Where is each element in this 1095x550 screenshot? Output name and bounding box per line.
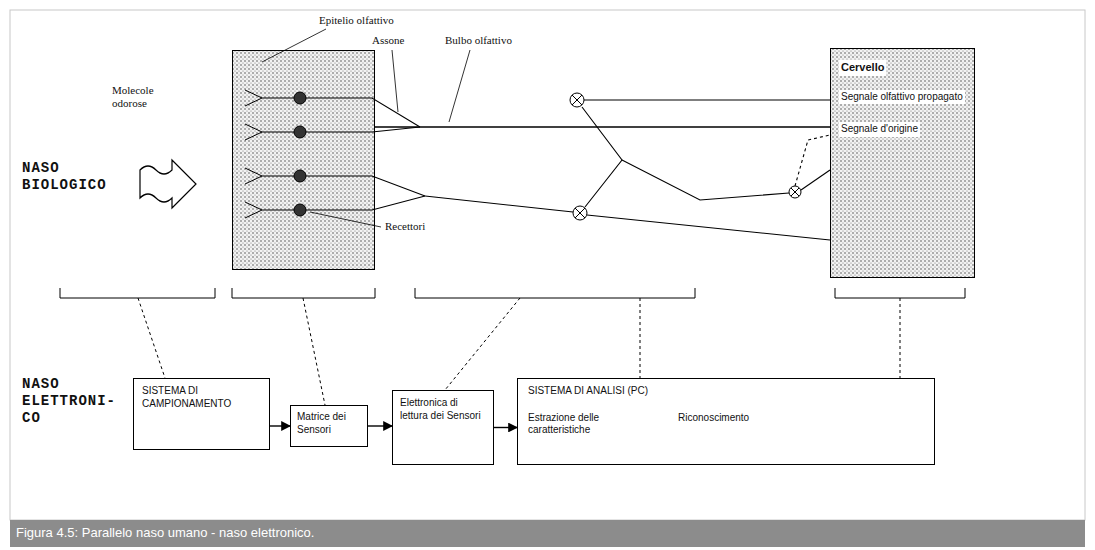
figure-caption: Figura 4.5: Parallelo naso umano - naso …	[16, 525, 314, 540]
node-heading: SISTEMA DI CAMPIONAMENTO	[142, 385, 242, 410]
axon	[306, 127, 420, 132]
node-heading: Matrice dei Sensori	[297, 411, 361, 436]
node-heading: Elettronica di lettura dei Sensori	[400, 397, 486, 422]
node-heading: Cervello	[839, 60, 886, 76]
dendrites	[245, 90, 294, 218]
axon	[306, 98, 420, 127]
axon	[801, 170, 830, 190]
dashed-link	[303, 298, 325, 405]
process-box: SISTEMA DI ANALISI (PC) Estrazione delle …	[517, 378, 935, 465]
process-box: Elettronica di lettura dei Sensori	[392, 390, 494, 465]
axon	[582, 107, 622, 207]
axon	[425, 196, 573, 212]
bracket	[415, 288, 695, 298]
axon	[584, 99, 830, 100]
process-box: SISTEMA DI CAMPIONAMENTO	[133, 378, 270, 450]
dashed-link	[900, 298, 901, 378]
dashed-link	[640, 298, 641, 378]
connector-arrow	[494, 427, 517, 428]
bracket	[60, 288, 215, 298]
leader-line	[262, 29, 326, 62]
node-text: Estrazione delle caratteristiche	[528, 412, 638, 437]
node-heading: Epitelio olfattivo	[319, 14, 394, 28]
brain-stipple	[830, 48, 975, 278]
dashed-link	[138, 298, 165, 378]
axon	[795, 135, 830, 186]
node-text: Riconoscimento	[678, 412, 749, 425]
neuron-cell	[294, 126, 306, 138]
process-box: Matrice dei Sensori	[290, 405, 368, 447]
dendrite	[245, 90, 294, 106]
glomerulus	[789, 186, 801, 198]
brackets	[60, 288, 965, 298]
leader-line	[310, 212, 381, 227]
part-label: Assone	[372, 34, 404, 47]
leader-lines	[262, 29, 470, 227]
connector-arrow	[270, 425, 290, 426]
axon	[587, 215, 830, 240]
axon	[622, 160, 789, 200]
neuron-cell	[294, 170, 306, 182]
section-label: NASO ELETTRONI- CO	[22, 376, 122, 426]
node-heading: SISTEMA DI ANALISI (PC)	[528, 385, 924, 398]
part-label: Recettori	[385, 220, 425, 233]
glomerulus	[570, 93, 584, 107]
leader-line	[449, 50, 470, 122]
epithelium-stipple	[232, 50, 375, 270]
bracket	[835, 288, 965, 298]
label-text: Molecole odorose	[112, 84, 182, 110]
bracket	[232, 288, 375, 298]
axon	[306, 176, 425, 196]
connector-arrow	[368, 425, 392, 426]
odour-arrow	[140, 160, 196, 208]
glomerulus-cross	[791, 188, 799, 196]
node-text: Segnale olfattivo propagato	[839, 90, 965, 105]
neuron-cells	[294, 92, 801, 220]
caption-band	[10, 520, 1085, 547]
brain-box: CervelloSegnale olfattivo propagatoSegna…	[830, 48, 975, 278]
leader-line	[392, 50, 398, 112]
dashed-link	[445, 298, 520, 390]
section-label: NASO BIOLOGICO	[22, 160, 122, 194]
glomerulus-cross	[572, 95, 582, 105]
dendrite	[245, 202, 294, 218]
neuron-cell	[294, 204, 306, 216]
dendrite	[245, 124, 294, 140]
connector-arrow	[375, 126, 830, 127]
axon	[306, 196, 425, 210]
neuron-cell	[294, 92, 306, 104]
part-label: Bulbo olfattivo	[445, 34, 512, 47]
axons	[306, 98, 830, 240]
glomerulus	[573, 206, 587, 220]
dendrite	[245, 168, 294, 184]
epithelium-box: Epitelio olfattivo	[232, 50, 375, 270]
node-text: Segnale d'origine	[839, 122, 920, 137]
figure-frame	[10, 10, 1085, 520]
glomerulus-cross	[575, 208, 585, 218]
